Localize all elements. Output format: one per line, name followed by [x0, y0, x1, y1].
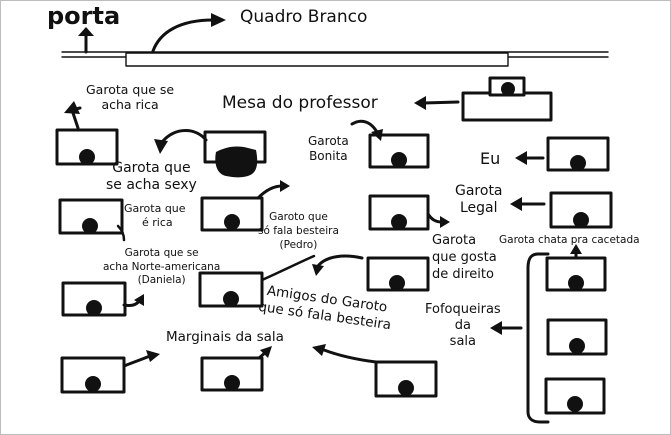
label-gossips-line-3: sala	[449, 334, 476, 349]
label-cool-girl-line-1: Garota	[455, 183, 503, 199]
label-american-girl-line-2: acha Norte-americana	[103, 260, 221, 273]
label-door: porta	[47, 2, 121, 30]
label-sexy-girl-line-1: Garota que	[112, 160, 191, 176]
label-nonsense-boy: Garoto que só fala besteira (Pedro)	[258, 210, 339, 252]
desk-pretty-girl	[368, 133, 430, 169]
label-pretty-girl-line-2: Bonita	[309, 149, 348, 163]
label-gossips-line-2: da	[454, 318, 471, 333]
label-nonsense-boy-line-3: (Pedro)	[279, 239, 318, 251]
label-sexy-girl-line-2: se acha sexy	[106, 177, 197, 193]
label-law-girl-line-2: que gosta	[432, 250, 497, 265]
label-annoying-girl: Garota chata pra cacetada	[499, 234, 640, 246]
cool-girl-arrow	[510, 197, 546, 211]
teacher-desk-arrow	[414, 96, 460, 110]
label-american-girl: Garota que se acha Norte-americana (Dani…	[103, 247, 220, 288]
gossip-arrow	[490, 321, 523, 335]
label-rich-girl: Garota que se acha rica	[86, 82, 174, 112]
label-outsiders: Marginais da sala	[166, 329, 284, 345]
desk-annoying-girl	[545, 244, 607, 292]
door-arrow	[78, 27, 94, 54]
label-rich-girl-2-line-2: é rica	[142, 216, 173, 229]
label-rich-girl-2-line-1: Garota que	[124, 202, 186, 215]
label-rich-girl-line-2: acha rica	[101, 97, 159, 112]
gossip-bracket	[526, 252, 550, 424]
label-me: Eu	[480, 149, 501, 168]
label-gossips: Fofoqueiras da sala	[425, 302, 501, 350]
desk-sexy-girl	[203, 130, 267, 178]
desk-law-girl	[368, 194, 450, 231]
label-law-girl: Garota que gosta de direito	[432, 232, 497, 283]
sexy-girl-arrow	[154, 129, 208, 154]
label-cool-girl: Garota Legal	[455, 183, 503, 217]
desk-nonsense-boy	[200, 180, 290, 232]
desk-me	[546, 136, 610, 172]
desk-outsider-2	[200, 346, 272, 392]
label-pretty-girl-line-1: Garota	[308, 134, 349, 148]
desk-outsider-3	[312, 344, 438, 398]
label-law-girl-line-1: Garota	[432, 233, 477, 248]
desk-gossip-2	[544, 377, 606, 415]
desk-cool-girl	[549, 191, 613, 229]
desk-outsider-1	[60, 350, 160, 394]
label-american-girl-line-1: Garota que se	[124, 247, 199, 259]
label-american-girl-line-3: (Daniela)	[137, 274, 186, 286]
label-nonsense-boy-line-1: Garoto que	[269, 211, 328, 223]
teacher-desk	[461, 76, 553, 122]
whiteboard	[125, 52, 509, 67]
desk-rich-girl	[55, 101, 119, 166]
me-arrow	[515, 151, 545, 165]
label-nonsense-boy-line-2: só fala besteira	[258, 225, 339, 237]
desk-friends-1	[198, 254, 316, 308]
label-rich-girl-line-1: Garota que se	[86, 82, 175, 97]
desk-rich-girl-2	[58, 198, 126, 242]
label-pretty-girl: Garota Bonita	[308, 134, 349, 164]
pretty-girl-arrow	[350, 119, 383, 141]
label-teacher-desk: Mesa do professor	[222, 93, 378, 113]
label-law-girl-line-3: de direito	[432, 267, 494, 282]
label-rich-girl-2: Garota que é rica	[124, 202, 186, 230]
desk-friends-2	[312, 254, 430, 292]
desk-gossip-1	[546, 318, 608, 356]
label-cool-girl-line-2: Legal	[459, 200, 498, 216]
label-whiteboard: Quadro Branco	[240, 7, 368, 27]
label-sexy-girl: Garota que se acha sexy	[106, 160, 197, 194]
desk-american-girl	[61, 281, 144, 317]
board-arrow	[151, 13, 226, 53]
label-gossips-line-1: Fofoqueiras	[425, 302, 501, 317]
